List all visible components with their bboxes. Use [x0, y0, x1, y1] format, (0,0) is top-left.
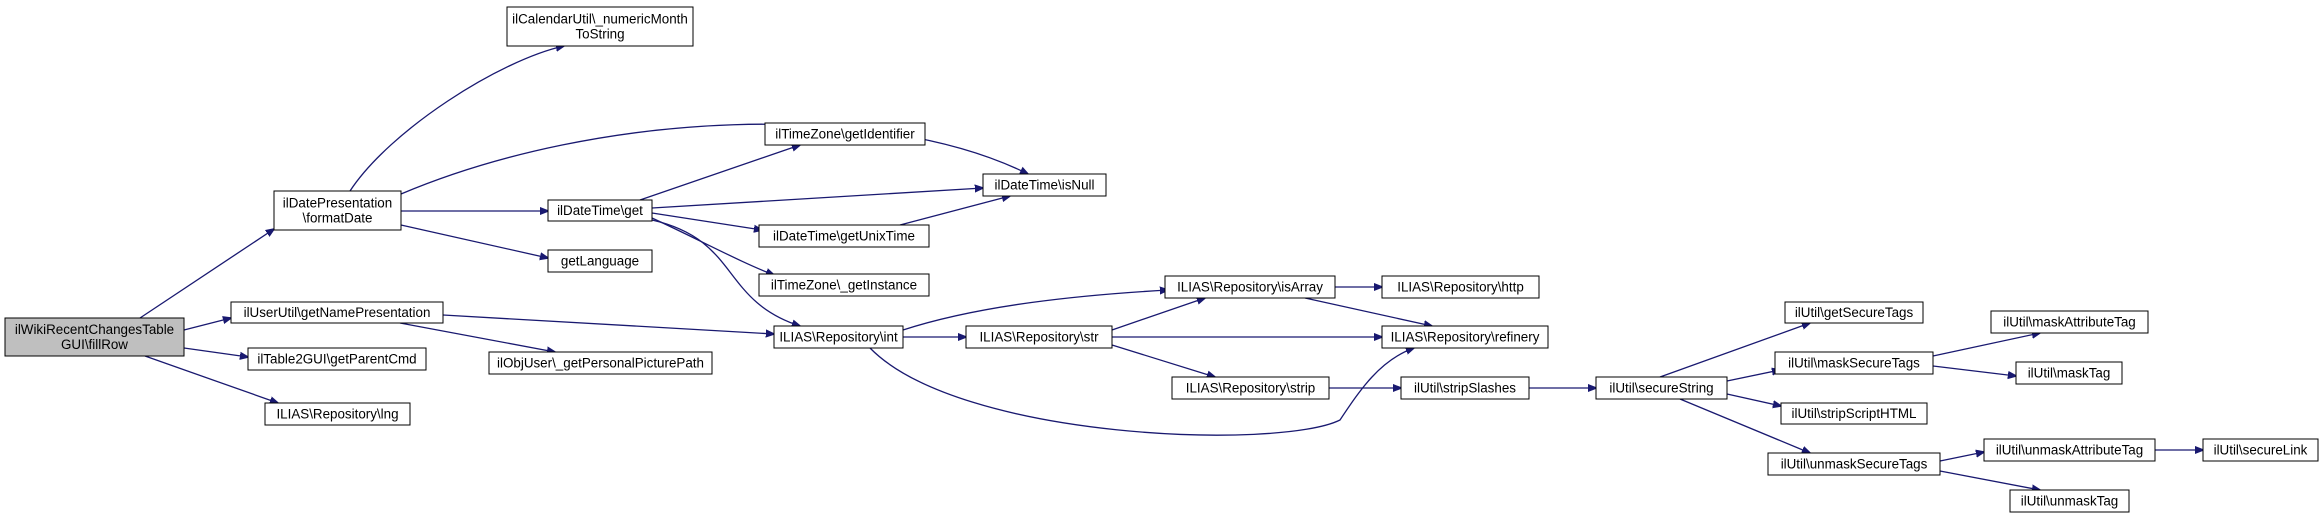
node-label: ilUtil\stripSlashes: [1414, 381, 1516, 396]
edge-formatDate-to-getLanguage: [400, 224, 548, 258]
edge-dtGet-to-repoInt: [651, 219, 800, 326]
edge-getUnixTime-to-isNull: [899, 196, 1010, 226]
edge-layer: [139, 46, 2203, 490]
edge-getNamePres-to-picPath: [399, 322, 555, 352]
node-repoStr[interactable]: ILIAS\Repository\str: [965, 325, 1113, 349]
node-label: ilDatePresentation: [283, 196, 392, 211]
node-label: ilUtil\maskAttributeTag: [2003, 315, 2135, 330]
edge-repoInt-to-refinery: [869, 348, 1414, 436]
node-label: ILIAS\Repository\refinery: [1391, 330, 1540, 345]
edge-formatDate-to-isNull: [400, 123, 1028, 195]
edge-repoStr-to-isArray: [1111, 298, 1205, 331]
edge-dtGet-to-getUnixTime: [651, 212, 762, 230]
node-label: ILIAS\Repository\http: [1397, 280, 1524, 295]
edge-maskSecureTags-to-maskTag: [1932, 365, 2016, 376]
node-refinery[interactable]: ILIAS\Repository\refinery: [1381, 325, 1549, 349]
edge-secureString-to-unmaskSecureTags: [1679, 398, 1810, 453]
node-getLanguage[interactable]: getLanguage: [547, 249, 653, 273]
node-label: ILIAS\Repository\lng: [276, 407, 398, 422]
node-isNull[interactable]: ilDateTime\isNull: [982, 173, 1107, 197]
node-tzInstance[interactable]: ilTimeZone\_getInstance: [758, 273, 930, 297]
node-maskTag[interactable]: ilUtil\maskTag: [2015, 361, 2123, 385]
node-label: ILIAS\Repository\str: [979, 330, 1099, 345]
node-label: ilUtil\getSecureTags: [1795, 305, 1914, 320]
edge-formatDate-to-numericMonth: [349, 46, 564, 192]
edge-root-to-getParentCmd: [183, 347, 248, 357]
node-tzIdent[interactable]: ilTimeZone\getIdentifier: [764, 122, 926, 146]
node-label: ilWikiRecentChangesTable: [15, 322, 174, 337]
node-label: ilUtil\maskTag: [2028, 366, 2111, 381]
node-label: ilTimeZone\getIdentifier: [775, 127, 915, 142]
edge-repoInt-to-isArray: [902, 290, 1168, 331]
node-picPath[interactable]: ilObjUser\_getPersonalPicturePath: [488, 351, 713, 375]
edge-unmaskSecureTags-to-unmaskTag: [1939, 470, 2040, 490]
node-getSecureTags[interactable]: ilUtil\getSecureTags: [1784, 301, 1924, 324]
edge-dtGet-to-tzIdent: [639, 145, 800, 201]
node-label: getLanguage: [561, 254, 639, 269]
edge-unmaskSecureTags-to-unmaskAttr: [1939, 452, 1984, 462]
node-label: ilUtil\unmaskSecureTags: [1781, 457, 1928, 472]
node-dtGet[interactable]: ilDateTime\get: [547, 199, 653, 222]
node-getParentCmd[interactable]: ilTable2GUI\getParentCmd: [247, 347, 427, 371]
node-stripSlashes[interactable]: ilUtil\stripSlashes: [1400, 376, 1530, 400]
node-label: ilCalendarUtil\_numericMonth: [512, 12, 688, 27]
node-label: ilUtil\maskSecureTags: [1788, 356, 1920, 371]
node-getUnixTime[interactable]: ilDateTime\getUnixTime: [758, 224, 930, 248]
node-label: ilUtil\stripScriptHTML: [1792, 406, 1917, 421]
edge-isArray-to-refinery: [1304, 297, 1432, 326]
node-label: ilObjUser\_getPersonalPicturePath: [497, 356, 704, 371]
edge-secureString-to-stripScript: [1726, 393, 1781, 406]
node-http[interactable]: ILIAS\Repository\http: [1381, 275, 1540, 299]
node-unmaskTag[interactable]: ilUtil\unmaskTag: [2009, 489, 2130, 513]
edge-getNamePres-to-repoInt: [442, 314, 774, 334]
node-secureLink[interactable]: ilUtil\secureLink: [2202, 438, 2319, 462]
node-repoInt[interactable]: ILIAS\Repository\int: [773, 325, 904, 349]
node-label: ilDateTime\getUnixTime: [773, 229, 915, 244]
node-label: ilTable2GUI\getParentCmd: [257, 352, 416, 367]
edge-repoStr-to-strip: [1111, 344, 1215, 377]
node-secureString[interactable]: ilUtil\secureString: [1595, 376, 1728, 400]
node-label: ilUtil\secureString: [1609, 381, 1713, 396]
node-maskSecureTags[interactable]: ilUtil\maskSecureTags: [1774, 351, 1934, 375]
node-lng[interactable]: ILIAS\Repository\lng: [264, 402, 411, 426]
node-isArray[interactable]: ILIAS\Repository\isArray: [1164, 275, 1336, 299]
edge-dtGet-to-tzInstance: [651, 217, 774, 275]
node-label: ToString: [575, 27, 624, 42]
node-stripScript[interactable]: ilUtil\stripScriptHTML: [1780, 402, 1928, 425]
node-label: ilUtil\secureLink: [2214, 443, 2308, 458]
node-label: GUI\fillRow: [61, 337, 128, 352]
edge-secureString-to-getSecureTags: [1659, 323, 1810, 378]
node-getNamePres[interactable]: ilUserUtil\getNamePresentation: [230, 301, 444, 324]
node-maskAttr[interactable]: ilUtil\maskAttributeTag: [1990, 310, 2149, 334]
edge-root-to-formatDate: [139, 229, 274, 319]
edge-maskSecureTags-to-maskAttr: [1932, 333, 2040, 357]
node-label: ilDateTime\isNull: [995, 178, 1095, 193]
node-label: ILIAS\Repository\int: [779, 330, 898, 345]
edge-dtGet-to-isNull: [651, 188, 983, 209]
node-unmaskSecureTags[interactable]: ilUtil\unmaskSecureTags: [1767, 452, 1941, 476]
node-formatDate[interactable]: ilDatePresentation\formatDate: [273, 190, 402, 231]
edge-secureString-to-maskSecureTags: [1726, 370, 1780, 382]
node-unmaskAttr[interactable]: ilUtil\unmaskAttributeTag: [1983, 438, 2156, 462]
node-label: ILIAS\Repository\strip: [1186, 381, 1316, 396]
node-label: \formatDate: [303, 211, 373, 226]
node-label: ilUtil\unmaskAttributeTag: [1996, 443, 2143, 458]
node-label: ILIAS\Repository\isArray: [1177, 280, 1323, 295]
node-strip[interactable]: ILIAS\Repository\strip: [1171, 376, 1330, 400]
node-label: ilTimeZone\_getInstance: [771, 278, 917, 293]
node-label: ilDateTime\get: [557, 203, 643, 218]
node-label: ilUserUtil\getNamePresentation: [244, 305, 431, 320]
node-label: ilUtil\unmaskTag: [2021, 494, 2119, 509]
edge-root-to-getNamePres: [183, 318, 231, 331]
edge-root-to-lng: [144, 355, 278, 403]
